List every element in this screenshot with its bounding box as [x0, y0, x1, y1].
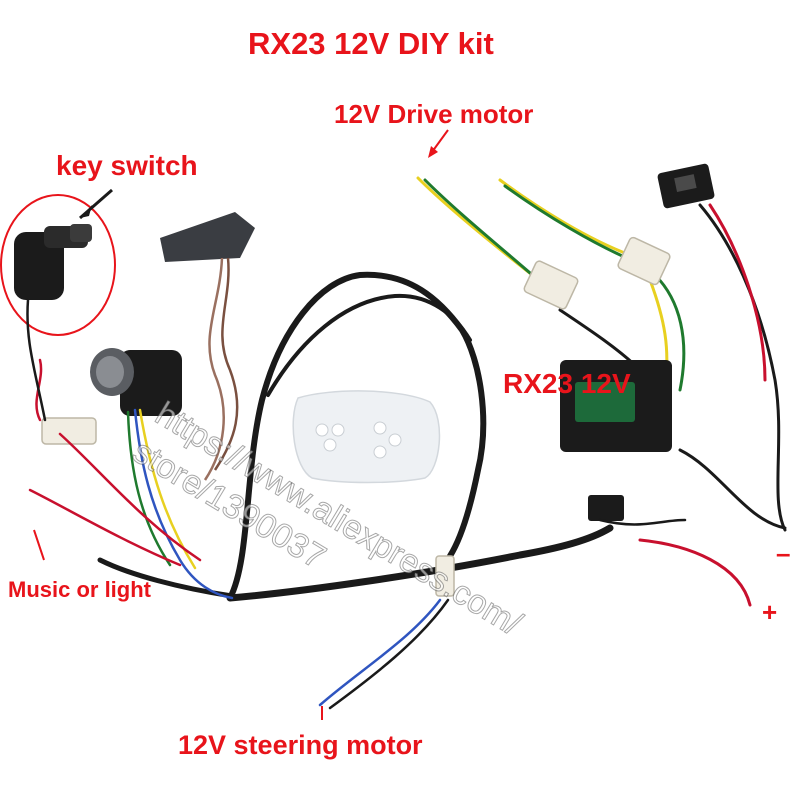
- drive-motor-arrow-head: [428, 146, 438, 158]
- power-switch: [657, 163, 715, 209]
- steering-motor-label: 12V steering motor: [178, 730, 423, 760]
- battery-negative-label: –: [776, 538, 791, 568]
- key-switch: [14, 224, 92, 300]
- key-switch-pointer-head: [80, 205, 92, 218]
- key-switch-label: key switch: [56, 150, 198, 181]
- drive-motor-arrow: [431, 129, 449, 153]
- battery-positive-label: +: [762, 597, 778, 627]
- drive-connectors: [41, 236, 671, 597]
- battery-wires: [638, 203, 787, 607]
- kit-title: RX23 12V DIY kit: [248, 26, 494, 61]
- remote-control: [292, 390, 441, 484]
- key-switch-highlight-circle: [0, 194, 116, 336]
- side-wires: [26, 298, 687, 710]
- gear-switch: [160, 212, 255, 481]
- rx23-controller: [560, 360, 672, 521]
- black-harness: [97, 271, 614, 602]
- foot-pedal-switch: [90, 348, 182, 416]
- music-arrow: [33, 529, 45, 561]
- drive-motor-label: 12V Drive motor: [334, 99, 534, 129]
- controller-label: RX23 12V: [503, 368, 631, 399]
- music-light-label: Music or light: [8, 577, 151, 602]
